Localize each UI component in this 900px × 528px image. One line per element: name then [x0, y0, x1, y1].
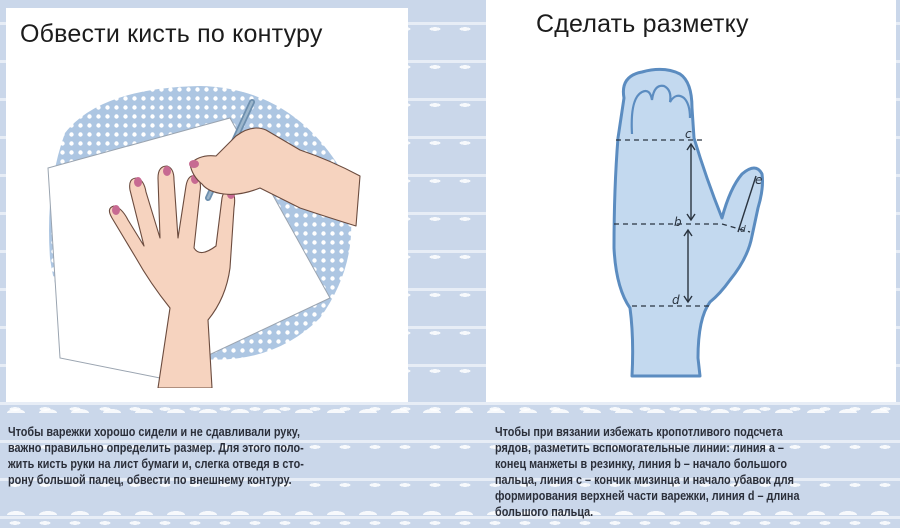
- right-panel: Сделать разметку c b d e d: [486, 0, 896, 402]
- right-caption: Чтобы при вязании избежать кропотливого …: [495, 425, 800, 519]
- left-panel: Обвести кисть по контуру: [6, 8, 408, 402]
- hand-tracing-illustration: [47, 86, 361, 388]
- mitten-markup-diagram: c b d e d: [612, 67, 764, 378]
- decorative-wave: [0, 405, 900, 413]
- label-thumb-d: d: [740, 225, 746, 235]
- label-b: b: [674, 215, 682, 229]
- label-c: c: [685, 127, 692, 141]
- label-e: e: [755, 173, 762, 187]
- right-section-title: Сделать разметку: [536, 10, 749, 38]
- label-d: d: [672, 293, 680, 307]
- left-caption: Чтобы варежки хорошо сидели и не сдавлив…: [8, 425, 304, 487]
- left-section-title: Обвести кисть по контуру: [20, 20, 323, 48]
- decorative-wave: [0, 507, 900, 515]
